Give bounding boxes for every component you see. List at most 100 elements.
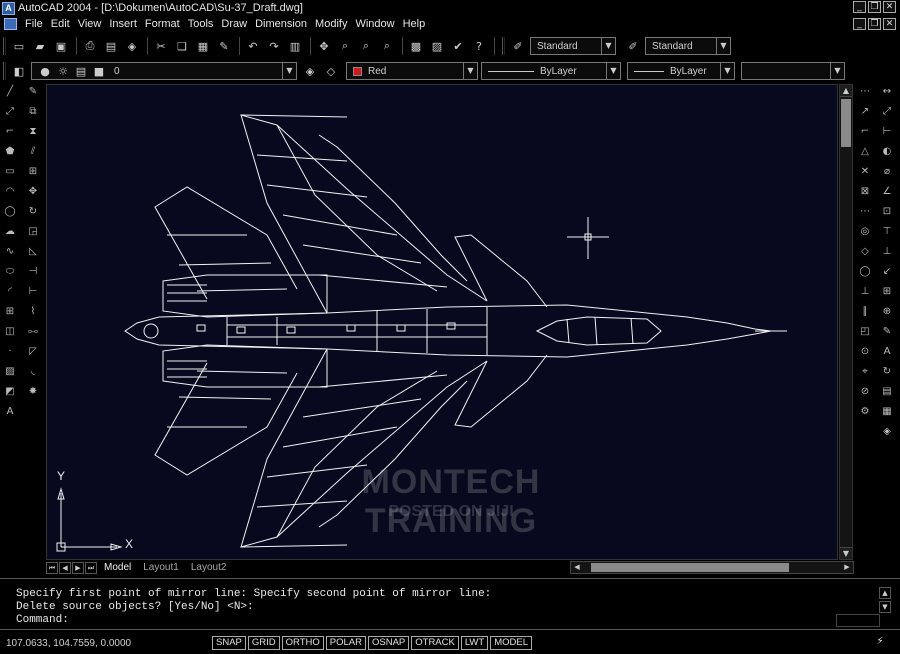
tolerance-icon[interactable]: ⊞	[882, 286, 892, 297]
revision-cloud-icon[interactable]: ☁	[5, 226, 15, 237]
zoom-window-icon[interactable]: ⌕	[362, 39, 370, 52]
menu-view[interactable]: View	[77, 18, 102, 30]
first-tab-icon[interactable]: ⏮	[46, 561, 58, 574]
linear-dimension-icon[interactable]: ↔	[882, 86, 892, 97]
snap-parallel-icon[interactable]: ∥	[862, 306, 868, 317]
chevron-down-icon[interactable]: ▼	[601, 38, 615, 54]
mirror-icon[interactable]: ⧗	[29, 126, 37, 137]
scroll-left-icon[interactable]: ◀	[574, 563, 580, 571]
explode-icon[interactable]: ✸	[28, 386, 38, 397]
extend-icon[interactable]: ⊢	[28, 286, 38, 297]
tab-layout2[interactable]: Layout2	[190, 562, 227, 573]
snap-perpendicular-icon[interactable]: ⊥	[860, 286, 870, 297]
copy-object-icon[interactable]: ⧉	[29, 106, 37, 117]
copy-icon[interactable]: ❏	[177, 39, 187, 53]
menu-file[interactable]: File	[25, 18, 43, 30]
scroll-up-icon[interactable]: ▲	[840, 85, 852, 97]
text-style-dropdown[interactable]: Standard ▼	[530, 37, 616, 55]
new-file-icon[interactable]: ▭	[13, 39, 25, 53]
snap-intersection-icon[interactable]: ✕	[860, 166, 870, 177]
vertical-scroll-thumb[interactable]	[841, 99, 851, 147]
erase-icon[interactable]: ✎	[28, 86, 38, 97]
diameter-dimension-icon[interactable]: ⌀	[883, 166, 891, 177]
scroll-right-icon[interactable]: ▶	[844, 563, 850, 571]
layer-dropdown[interactable]: ● ☼ ▤ ■ 0 ▼	[31, 62, 297, 80]
ellipse-arc-icon[interactable]: ◜	[8, 286, 12, 297]
radius-dimension-icon[interactable]: ◐	[882, 146, 892, 157]
vertical-scrollbar[interactable]: ▲ ▼	[839, 84, 853, 560]
menu-format[interactable]: Format	[144, 18, 180, 30]
temp-track-icon[interactable]: ⋯	[860, 86, 870, 97]
menu-insert[interactable]: Insert	[109, 18, 137, 30]
offset-icon[interactable]: ⫽	[30, 146, 36, 157]
close-button[interactable]: ✕	[883, 1, 896, 13]
dimension-edit-icon[interactable]: ✎	[882, 326, 892, 337]
grid-toggle[interactable]: GRID	[247, 636, 280, 650]
angular-dimension-icon[interactable]: ∠	[882, 186, 892, 197]
help-icon[interactable]: ?	[476, 39, 482, 53]
dimension-misc-icon[interactable]: ◈	[883, 426, 891, 437]
plot-icon[interactable]: ⎙	[85, 39, 95, 52]
chamfer-icon[interactable]: ◸	[29, 346, 37, 357]
aligned-dimension-icon[interactable]: ⤢	[883, 106, 891, 117]
menu-help[interactable]: Help	[402, 18, 426, 30]
publish-icon[interactable]: ◈	[127, 39, 137, 53]
ortho-toggle[interactable]: ORTHO	[281, 636, 324, 650]
snap-toggle[interactable]: SNAP	[212, 636, 246, 650]
save-icon[interactable]: ▣	[55, 39, 67, 53]
redo-icon[interactable]: ↷	[269, 39, 279, 53]
toolbar-grip[interactable]	[3, 37, 6, 55]
snap-center-icon[interactable]: ◎	[860, 226, 870, 237]
snap-insert-icon[interactable]: ◰	[860, 326, 870, 337]
line-icon[interactable]: ╱	[6, 86, 14, 97]
polygon-icon[interactable]: ⬟	[5, 146, 15, 157]
linetype-dropdown[interactable]: ByLayer ▼	[481, 62, 621, 80]
toolbar-grip[interactable]	[3, 62, 6, 80]
chevron-down-icon[interactable]: ▼	[282, 63, 296, 79]
chevron-down-icon[interactable]: ▼	[716, 38, 730, 54]
command-scrollbar[interactable]: ▲ ▼	[879, 587, 892, 627]
leader-icon[interactable]: ↙	[882, 266, 892, 277]
chevron-down-icon[interactable]: ▼	[463, 63, 477, 79]
snap-extension-icon[interactable]: ⋯	[860, 206, 870, 217]
join-icon[interactable]: ⧟	[28, 326, 38, 337]
lwt-toggle[interactable]: LWT	[460, 636, 489, 650]
menu-tools[interactable]: Tools	[187, 18, 214, 30]
point-icon[interactable]: ·	[8, 346, 12, 357]
document-icon[interactable]	[4, 18, 17, 30]
insert-block-icon[interactable]: ⊞	[5, 306, 15, 317]
osnap-toggle[interactable]: OSNAP	[367, 636, 410, 650]
match-properties-icon[interactable]: ✎	[219, 39, 229, 53]
spline-icon[interactable]: ∿	[5, 246, 15, 257]
circle-icon[interactable]: ◯	[4, 206, 16, 217]
polyline-icon[interactable]: ⌐	[5, 126, 15, 137]
next-tab-icon[interactable]: ▶	[72, 561, 84, 574]
snap-quadrant-icon[interactable]: ◇	[861, 246, 869, 257]
prev-tab-icon[interactable]: ◀	[59, 561, 71, 574]
restore-button[interactable]: ❐	[868, 1, 881, 13]
drawing-canvas[interactable]: Y X MONTECH TRAINING POSTED ON JIJI	[46, 84, 838, 560]
command-scroll-up-icon[interactable]: ▲	[879, 587, 891, 599]
snap-endpoint-icon[interactable]: ⌐	[860, 126, 870, 137]
lineweight-dropdown[interactable]: ByLayer ▼	[627, 62, 735, 80]
chevron-down-icon[interactable]: ▼	[830, 63, 844, 79]
last-tab-icon[interactable]: ⏭	[85, 561, 97, 574]
plot-preview-icon[interactable]: ▤	[105, 39, 117, 53]
model-toggle[interactable]: MODEL	[490, 636, 532, 650]
rotate-icon[interactable]: ↻	[28, 206, 38, 217]
continue-dimension-icon[interactable]: ⊥	[882, 246, 892, 257]
layer-manager-icon[interactable]: ◧	[13, 64, 25, 78]
rectangle-icon[interactable]: ▭	[5, 166, 15, 177]
menu-edit[interactable]: Edit	[50, 18, 70, 30]
stretch-icon[interactable]: ◺	[29, 246, 37, 257]
plot-style-dropdown[interactable]: ▼	[741, 62, 845, 80]
dim-style-dropdown[interactable]: Standard ▼	[645, 37, 731, 55]
zoom-realtime-icon[interactable]: ⌕	[341, 39, 349, 52]
markup-icon[interactable]: ✔	[453, 39, 463, 53]
snap-none-icon[interactable]: ⊘	[860, 386, 870, 397]
menu-modify[interactable]: Modify	[315, 18, 348, 30]
menu-draw[interactable]: Draw	[221, 18, 248, 30]
dimension-update-icon[interactable]: ↻	[882, 366, 892, 377]
scale-icon[interactable]: ◲	[28, 226, 38, 237]
menu-window[interactable]: Window	[355, 18, 395, 30]
